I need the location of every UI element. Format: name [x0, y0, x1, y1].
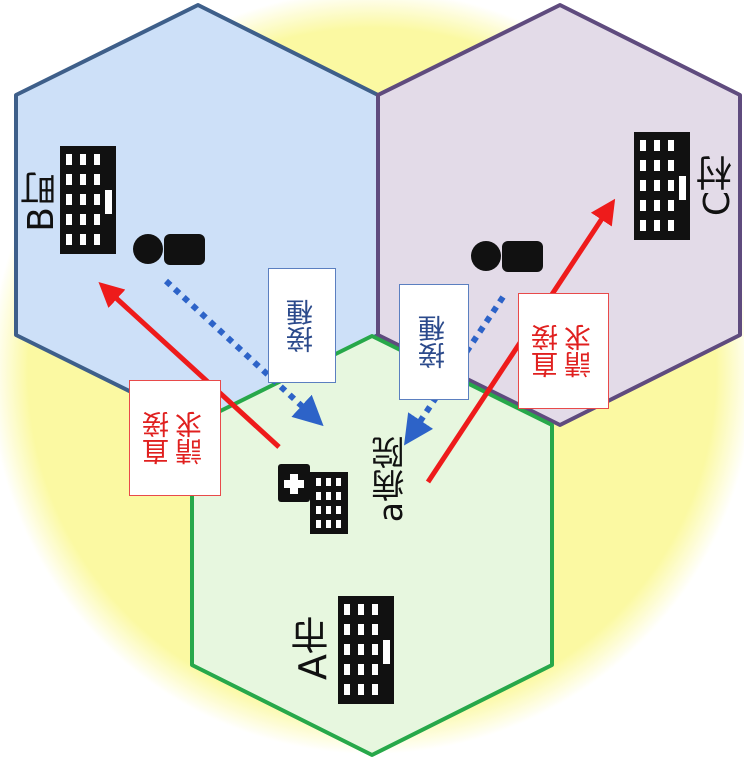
- hospital-icon: [278, 464, 348, 534]
- claim-arrow-b: [98, 281, 281, 449]
- vaccination-arrow-b: [163, 278, 324, 427]
- b-town-person-icon: [133, 234, 205, 265]
- vaccination-box-c: 接種: [399, 284, 469, 400]
- claim-b-line1: 直接: [143, 411, 174, 465]
- b-town-office-icon: [60, 146, 116, 254]
- a-city-label: A市: [291, 616, 335, 680]
- vaccination-box-b: 接種: [268, 268, 336, 383]
- c-village-label: C村: [697, 155, 738, 217]
- vaccination-label-b: 接種: [286, 298, 318, 353]
- vaccination-label-c: 接種: [418, 315, 450, 369]
- claim-b-line2: 請求: [176, 411, 207, 465]
- claim-box-b: 直接 請求: [129, 380, 221, 496]
- c-village-office-icon: [634, 132, 690, 240]
- claim-c-line1: 直接: [531, 324, 563, 378]
- a-city-office-icon: [338, 596, 394, 704]
- hospital-label: a病院: [371, 436, 410, 523]
- b-town-label: B町: [21, 171, 62, 232]
- claim-c-line2: 請求: [564, 324, 596, 378]
- c-village-person-icon: [471, 241, 543, 272]
- claim-box-c: 直接 請求: [518, 293, 609, 409]
